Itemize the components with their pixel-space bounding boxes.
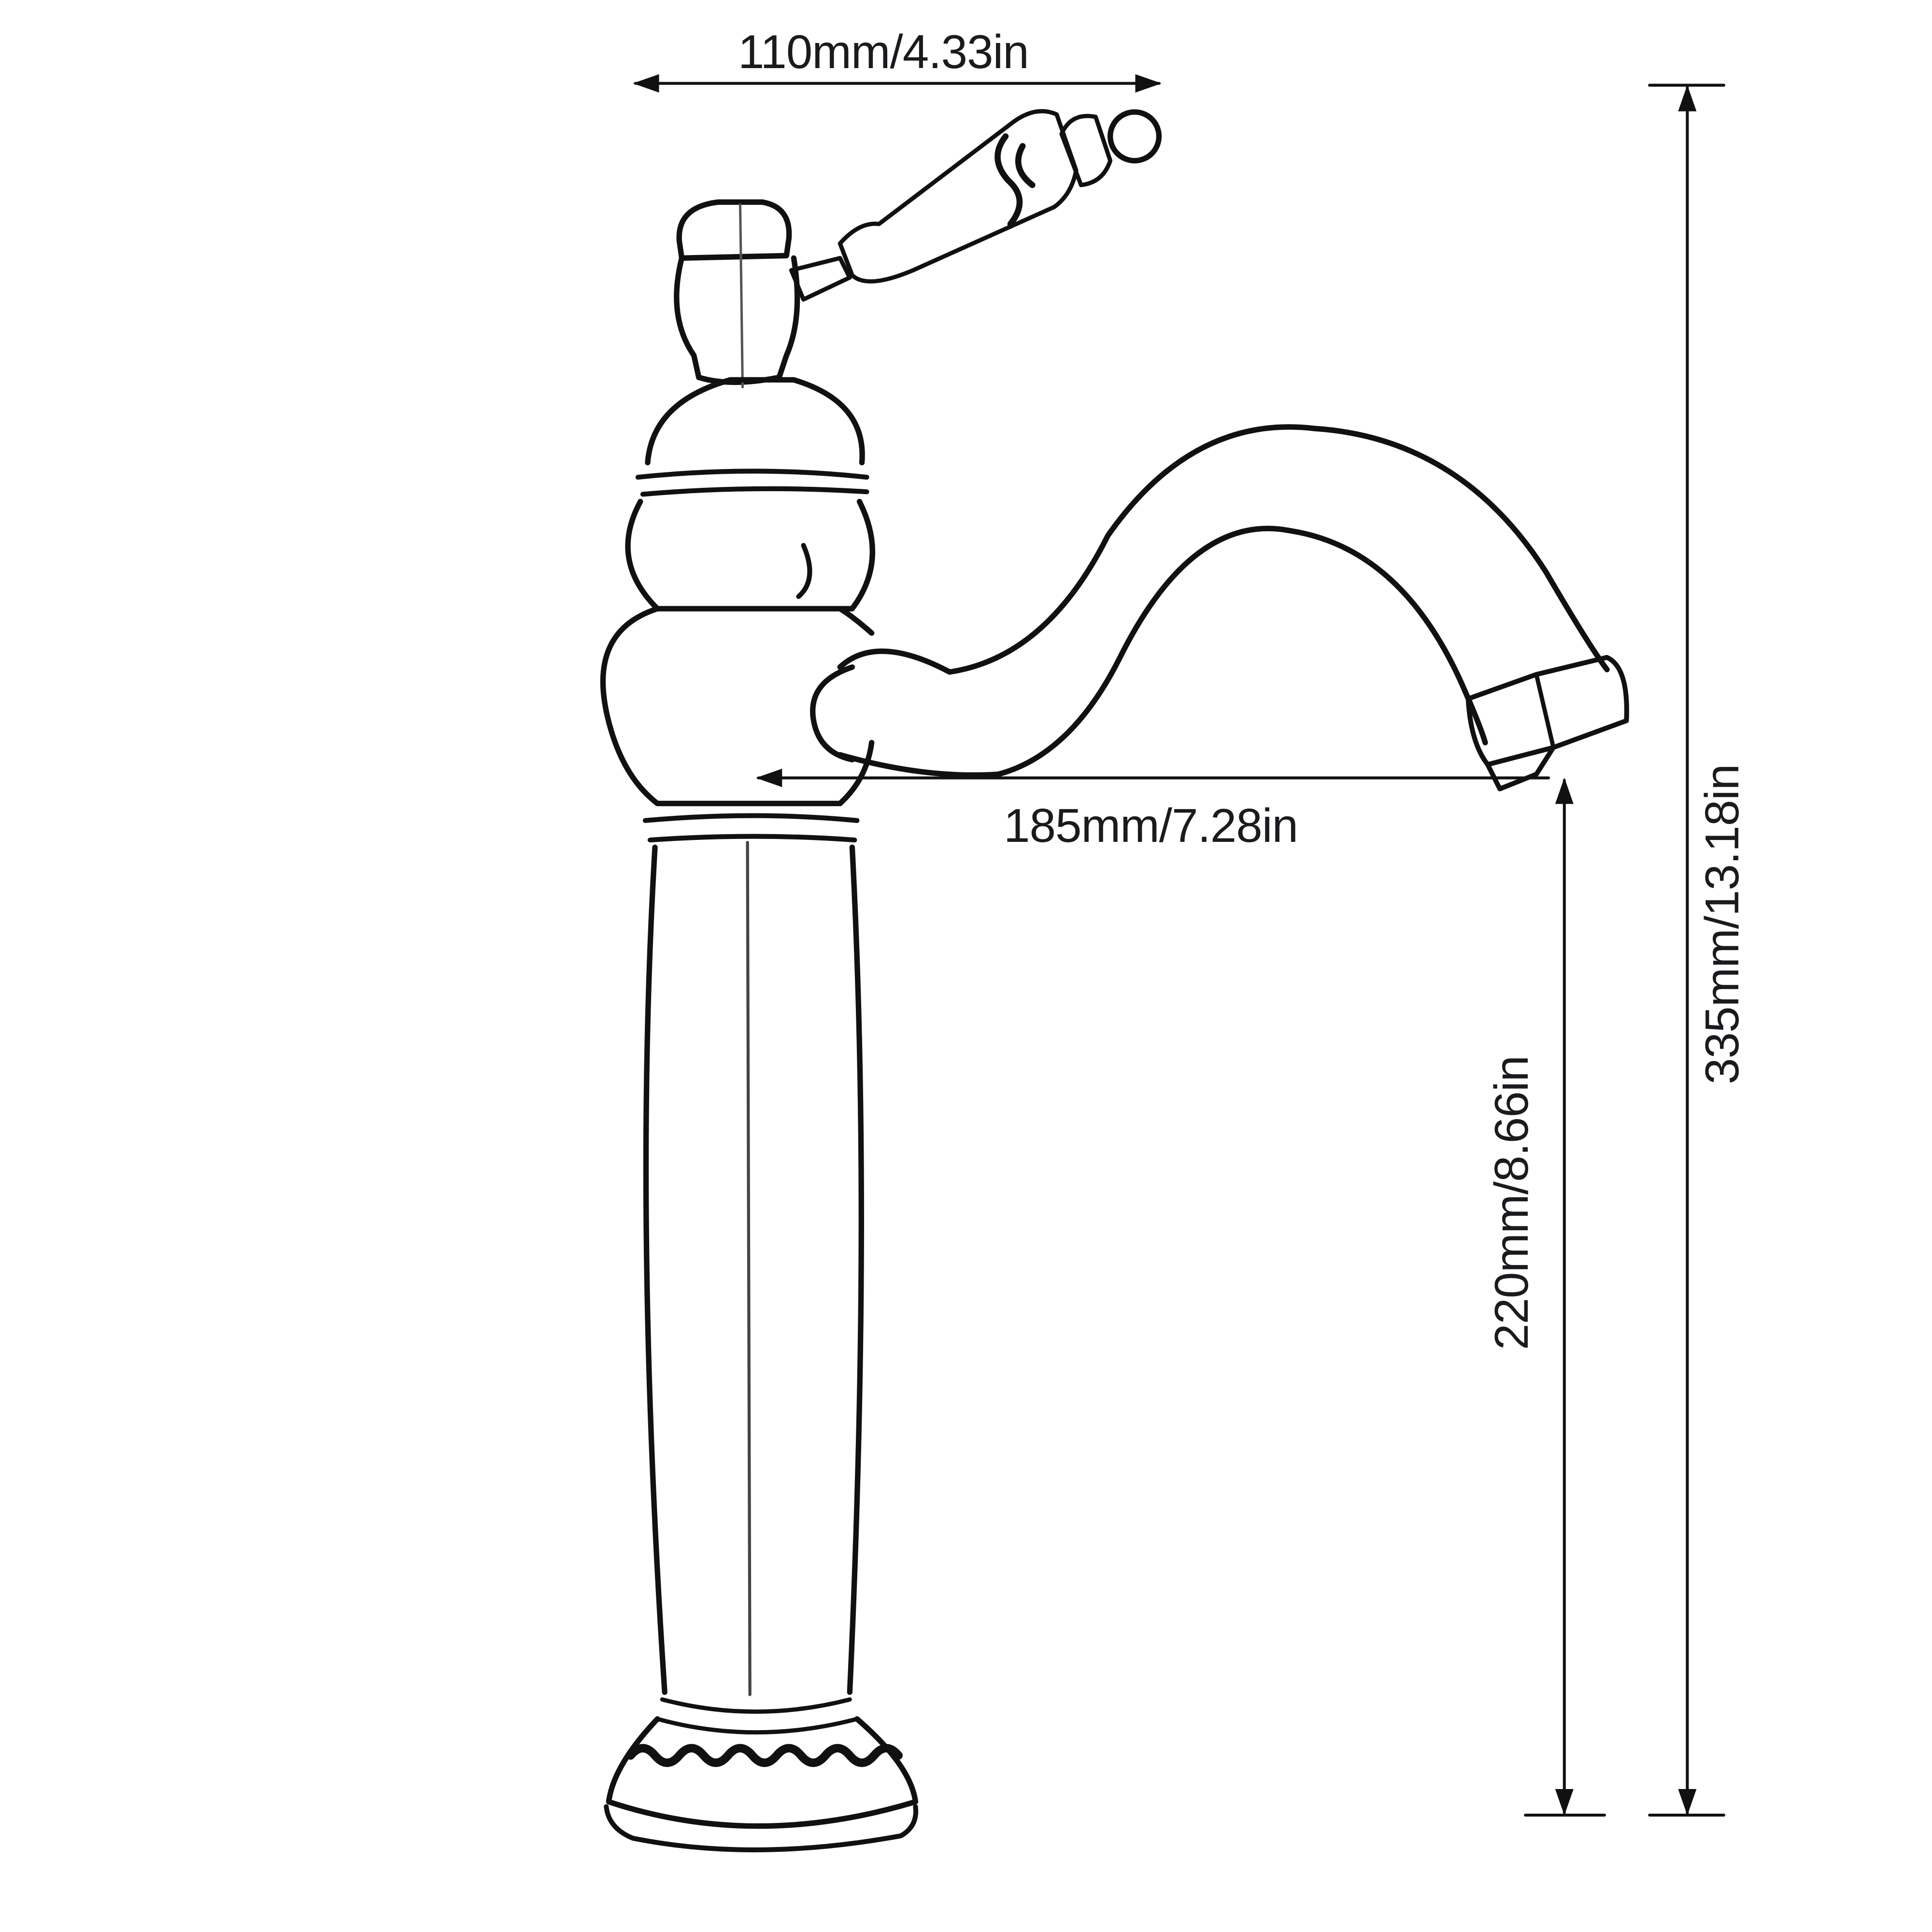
middle-bulb [625,498,876,611]
handle-reach-label: 110mm/4.33in [738,25,1029,78]
total-height-label: 335mm/13.18in [1695,764,1748,1084]
column-right-edge [847,844,864,1695]
spout-height-label: 220mm/8.66in [1485,1055,1538,1350]
base-flare [606,1716,919,1829]
column-left-edge [643,844,668,1695]
lever-arm [789,256,852,302]
collar-rings [642,813,860,843]
spout-inlet [810,664,855,763]
dimension-lines [633,74,1726,1817]
cap-block [676,199,792,261]
base-ornament [626,1744,903,1767]
upper-dome [645,377,865,466]
column-center-line [746,841,752,1696]
spout-upper-edge [837,424,1610,675]
faucet-body [600,109,1629,1852]
spout-reach-label: 185mm/7.28in [1004,799,1298,852]
lower-bulb [600,606,875,807]
handle-knob [1059,114,1113,187]
handle-ornament [994,133,1036,227]
aerator [1465,655,1629,767]
spout-lower-edge [837,526,1488,778]
base-top-ring [655,1697,859,1734]
porcelain-handle [838,109,1079,284]
base-bottom [604,1804,919,1852]
